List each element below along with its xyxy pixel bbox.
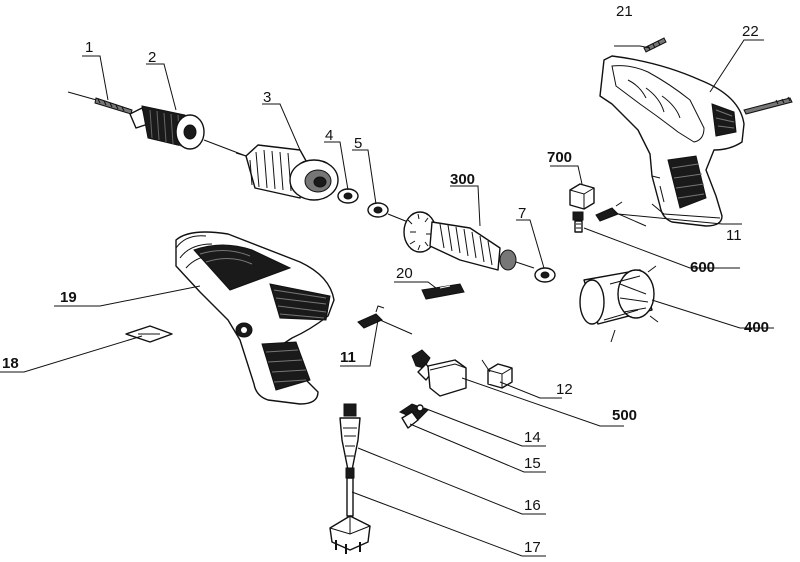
label-11-lower: 11 [340, 349, 356, 366]
part-12-block [481, 359, 513, 389]
label-14: 14 [524, 429, 541, 446]
part-labels: 1 2 3 4 5 300 7 20 700 21 22 11 600 400 … [2, 3, 769, 556]
label-7: 7 [518, 205, 526, 222]
part-700-capacitor [569, 183, 595, 210]
part-500-switch [411, 349, 467, 397]
label-5: 5 [354, 135, 362, 152]
label-400: 400 [744, 319, 769, 336]
part-14-15-cord-clamp [398, 403, 429, 429]
part-5-bearing [367, 202, 389, 218]
label-1: 1 [85, 39, 93, 56]
part-2-chuck [129, 105, 247, 157]
label-17: 17 [524, 539, 541, 556]
leader-lines [0, 39, 774, 557]
part-11-wire-clip-lower [357, 305, 413, 335]
part-400-stator [579, 265, 659, 343]
label-2: 2 [148, 49, 156, 66]
label-12: 12 [556, 381, 573, 398]
label-300: 300 [450, 171, 475, 188]
part-18-label [125, 325, 173, 343]
part-600-connector [572, 211, 584, 233]
part-1-screw [67, 91, 133, 115]
part-19-left-housing [175, 231, 335, 405]
label-4: 4 [325, 127, 333, 144]
part-21-screw [643, 37, 667, 53]
part-22-right-housing [599, 55, 793, 227]
label-3: 3 [263, 89, 271, 106]
part-300-armature [387, 211, 535, 271]
part-20-plate [421, 283, 465, 300]
part-4-washer [337, 188, 359, 204]
label-700: 700 [547, 149, 572, 166]
label-11-upper: 11 [726, 227, 742, 244]
label-500: 500 [612, 407, 637, 424]
label-22: 22 [742, 23, 759, 40]
part-16-17-cord-and-plug [329, 403, 371, 554]
label-18: 18 [2, 355, 19, 372]
label-16: 16 [524, 497, 541, 514]
label-15: 15 [524, 455, 541, 472]
label-20: 20 [396, 265, 413, 282]
part-3-gearbox [235, 144, 339, 201]
label-19: 19 [60, 289, 77, 306]
part-7-bearing [534, 267, 556, 283]
label-600: 600 [690, 259, 715, 276]
label-21: 21 [616, 3, 633, 20]
